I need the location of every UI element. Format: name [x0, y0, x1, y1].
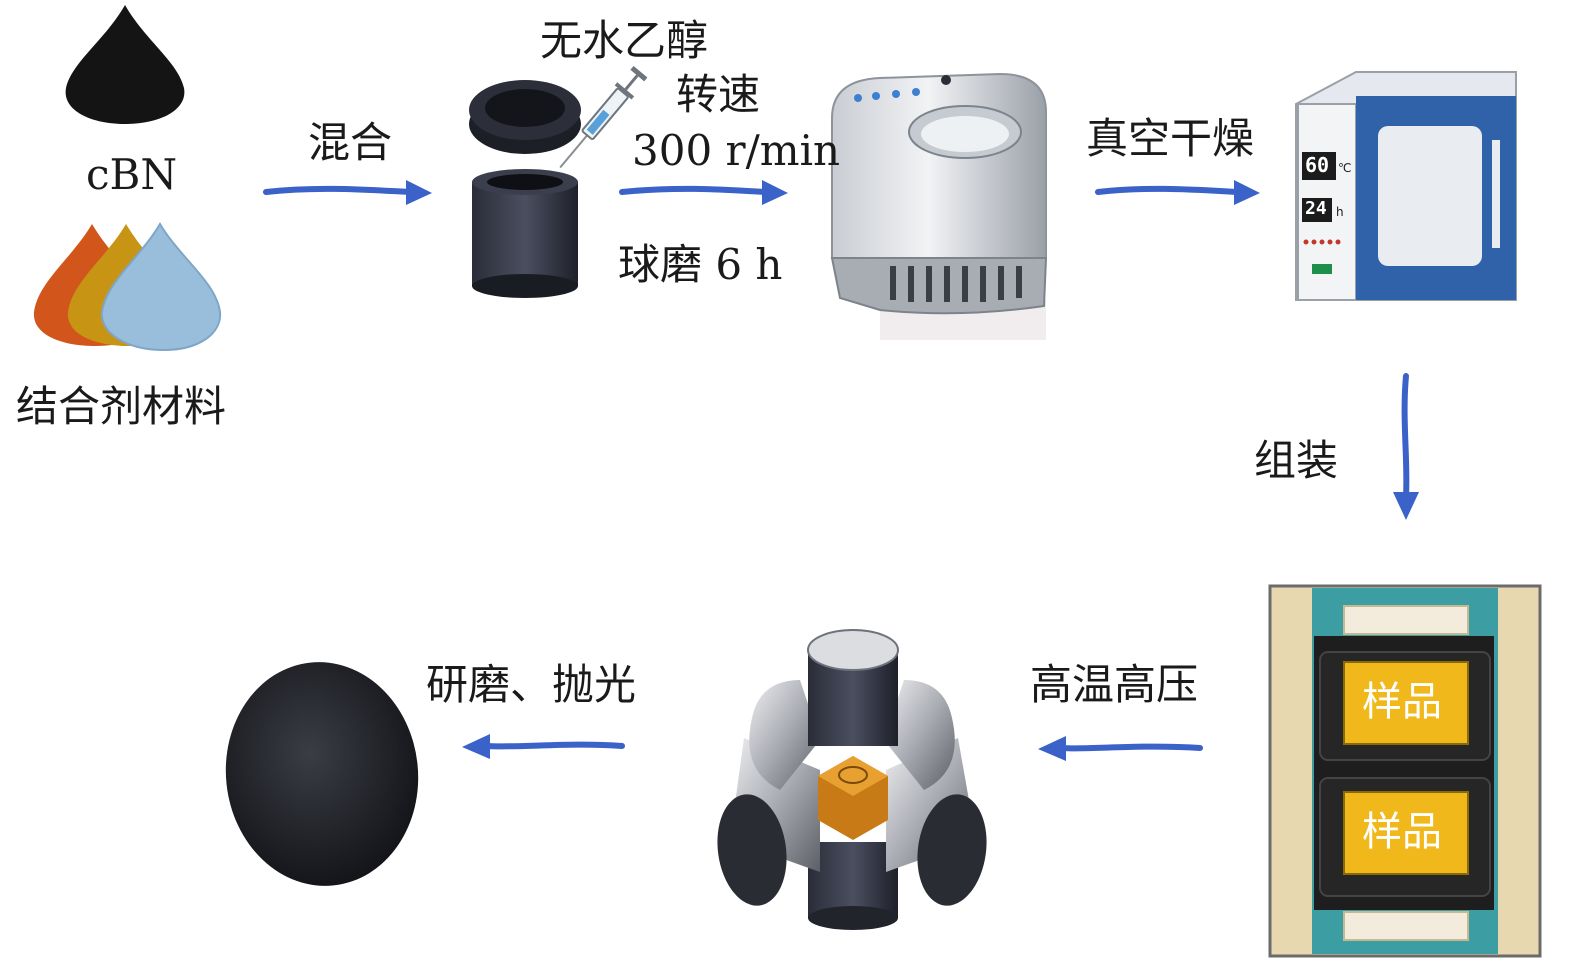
assemble-label: 组装	[1254, 436, 1339, 485]
cbn-label: cBN	[86, 150, 178, 199]
ball-mill-label: 球磨 6 h	[618, 240, 783, 289]
planetary-mill-icon	[830, 72, 1048, 340]
cbn-powder-icon	[65, 5, 185, 124]
speed-value: 300 r/min	[632, 126, 841, 175]
arrow-assemble	[1393, 373, 1419, 520]
syringe-icon	[559, 65, 648, 169]
vacuum-oven-icon	[1295, 71, 1517, 301]
sample-label-bottom: 样品	[1362, 809, 1442, 855]
oven-time-unit: h	[1336, 205, 1344, 219]
oven-temp-value: 60	[1305, 153, 1330, 177]
arrow-vacuum-dry	[1095, 180, 1260, 205]
oven-temp-unit: ℃	[1338, 161, 1352, 175]
hthp-label: 高温高压	[1030, 660, 1199, 709]
assembly-cell-icon	[1268, 584, 1542, 958]
grind-polish-label: 研磨、抛光	[426, 660, 637, 709]
arrow-mix	[263, 180, 432, 205]
polished-disc-icon	[225, 662, 419, 886]
speed-label: 转速	[676, 70, 761, 119]
binder-label: 结合剂材料	[16, 382, 227, 431]
ball-mill-jar-icon	[469, 80, 581, 298]
oven-time-value: 24	[1305, 198, 1327, 219]
cubic-press-icon	[717, 629, 987, 930]
arrow-hthp	[1038, 736, 1203, 761]
binder-powder-icon	[33, 222, 222, 352]
mix-label: 混合	[308, 118, 393, 167]
ethanol-label: 无水乙醇	[540, 16, 709, 65]
sample-label-top: 样品	[1362, 679, 1442, 725]
vacuum-dry-label: 真空干燥	[1086, 114, 1255, 163]
arrow-grind-polish	[462, 734, 625, 759]
arrow-ball-mill	[619, 180, 788, 205]
